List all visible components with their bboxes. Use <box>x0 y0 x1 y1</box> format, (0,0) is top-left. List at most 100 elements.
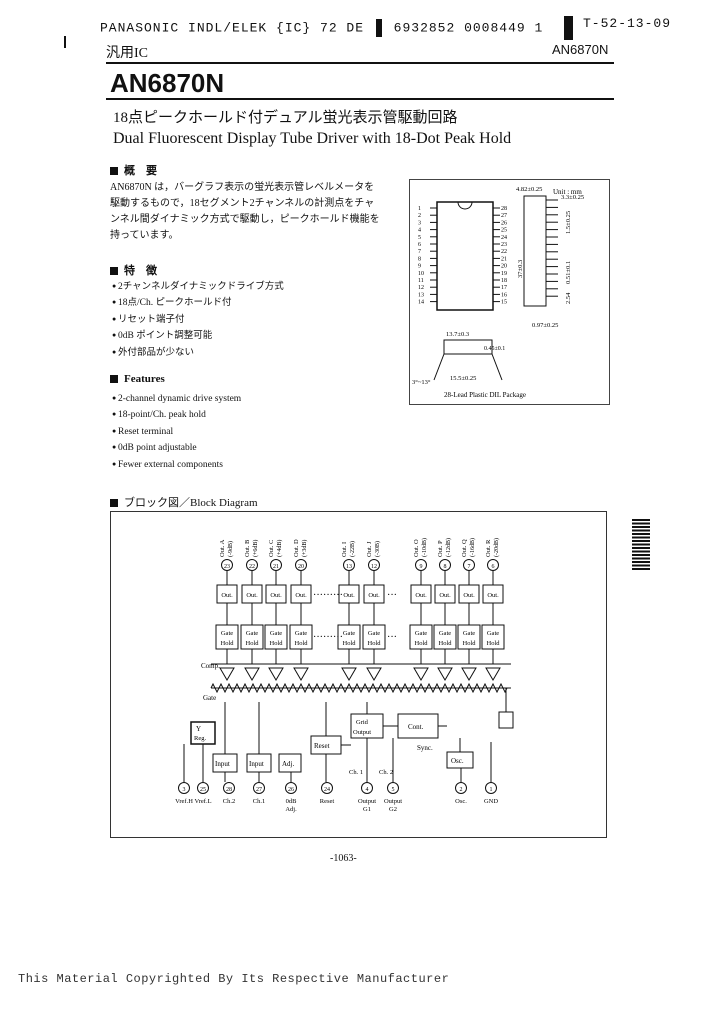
pin1-notch <box>457 201 473 210</box>
out-box-label: Out. <box>295 592 307 599</box>
document-header-line: PANASONIC INDL/ELEK {IC} 72 DE 6932852 0… <box>100 16 574 40</box>
pin-number: 9 <box>420 564 423 570</box>
comparator-icon <box>461 667 477 681</box>
dim-top: 3.3±0.25 <box>561 194 584 201</box>
barcode-mark <box>632 519 650 571</box>
comparator-icon <box>268 667 284 681</box>
comparator-icon <box>244 667 260 681</box>
bottom-pins: 3Vref.H25Vref.L28Ch.227Ch.1260dBAdj.24Re… <box>175 782 498 813</box>
hold-box-label: Hold <box>221 640 235 647</box>
out-box-label: Out. <box>221 592 233 599</box>
list-item: 2-channel dynamic drive system <box>112 391 241 407</box>
list-item: 2チャンネルダイナミックドライブ方式 <box>112 279 284 295</box>
category-label: 汎用IC <box>106 46 148 61</box>
pin-number: 25 <box>200 787 206 793</box>
list-item: 0dB ポイント調整可能 <box>112 328 284 344</box>
pin-number-left: 14 <box>418 300 424 306</box>
y-reg-label-2: Reg. <box>194 735 206 742</box>
output-sub-label: (-22B) <box>349 541 356 557</box>
hold-box-label: Hold <box>246 640 260 647</box>
out-box-label: Out. <box>487 592 499 599</box>
header-mark <box>375 19 382 37</box>
pin-number-right: 18 <box>501 278 507 284</box>
pin-number: 7 <box>468 564 471 570</box>
pin-label: Vref.L <box>194 798 211 805</box>
pin-number-right: 24 <box>501 235 507 241</box>
out-box-label: Out. <box>270 592 282 599</box>
ellipsis: ········· <box>313 590 343 601</box>
chip-body <box>436 201 494 311</box>
output-sub-label: (+4dB) <box>276 540 283 557</box>
pin-number: 12 <box>371 564 377 570</box>
dim-thk: 0.45±0.1 <box>484 346 505 352</box>
dim-pitch: 0.51±0.1 <box>565 261 572 284</box>
output-label: Out. C <box>268 540 275 557</box>
pin-label: 0dB <box>286 798 298 805</box>
dim-foot: 0.97±0.25 <box>532 322 558 329</box>
gate-label: Gate <box>203 694 216 702</box>
pin-number-right: 22 <box>501 249 507 255</box>
pin-label: Vref.H <box>175 798 193 805</box>
gate-box-label: Gate <box>487 630 499 637</box>
grid-label-1: Grid <box>356 719 369 726</box>
side-leads <box>546 199 558 297</box>
overview-text: AN6870N は，バーグラフ表示の蛍光表示管レベルメータを駆動するもので，18… <box>110 182 380 241</box>
ff-box <box>498 711 514 729</box>
ellipsis: ········· <box>313 632 343 643</box>
pin-number: 23 <box>224 564 230 570</box>
adj-label: Adj. <box>282 760 295 768</box>
pin-label: Output <box>384 798 402 805</box>
pin-circle <box>197 782 209 794</box>
pin-number-left: 4 <box>418 228 421 234</box>
out-box-label: Out. <box>415 592 427 599</box>
hold-box-label: Hold <box>487 640 501 647</box>
pin-label: Adj. <box>285 806 297 813</box>
pin-number-left: 7 <box>418 249 421 255</box>
pin-number-left: 9 <box>418 264 421 270</box>
gate-box-label: Gate <box>295 630 307 637</box>
features-en-heading: Features <box>110 373 165 385</box>
dim-spacing: 2.54 <box>565 292 572 304</box>
list-item: Fewer external components <box>112 457 241 473</box>
out-box-label: Out. <box>463 592 475 599</box>
hold-box-label: Hold <box>368 640 382 647</box>
pin-number: 6 <box>492 564 495 570</box>
pin-number-right: 15 <box>501 300 507 306</box>
hold-box-label: Hold <box>415 640 429 647</box>
pin-number-right: 16 <box>501 292 507 298</box>
bullet-square-icon <box>110 375 118 384</box>
output-label: Out. A <box>219 539 226 557</box>
output-label: Out. P <box>437 540 444 557</box>
comparator-icon <box>341 667 357 681</box>
header-doc-numbers: 6932852 0008449 1 <box>393 20 544 36</box>
overview-heading: 概 要 <box>110 162 157 178</box>
pin-circle <box>387 782 399 794</box>
dim-angle: 3°~13° <box>412 379 431 386</box>
pin-number: 1 <box>490 787 493 793</box>
bullet-square-icon <box>110 167 118 176</box>
pin-number: 5 <box>392 787 395 793</box>
pin-number-right: 28 <box>501 206 507 212</box>
output-label: Out. Q <box>461 539 468 557</box>
comparator-icon <box>219 667 235 681</box>
pin-number-right: 27 <box>501 213 507 219</box>
pin-number: 2 <box>460 787 463 793</box>
block-diagram-heading: ブロック図／Block Diagram <box>110 494 258 510</box>
resistor-ladder <box>210 682 508 694</box>
cont-label: Cont. <box>408 723 424 731</box>
output-label: Out. D <box>293 539 300 557</box>
output-sub-label: (-10dB) <box>421 538 428 557</box>
pin-label: Osc. <box>455 798 467 805</box>
features-en-list: 2-channel dynamic drive system 18-point/… <box>112 391 241 473</box>
list-item: 18点/Ch. ピークホールド付 <box>112 295 284 311</box>
adj-box <box>278 753 302 773</box>
reset-label: Reset <box>314 742 330 750</box>
pin-number-left: 13 <box>418 292 424 298</box>
out-box-label: Out. <box>343 592 355 599</box>
gate-box-label: Gate <box>221 630 233 637</box>
pin-number-left: 2 <box>418 213 421 219</box>
part-number: AN6870N <box>110 68 225 98</box>
